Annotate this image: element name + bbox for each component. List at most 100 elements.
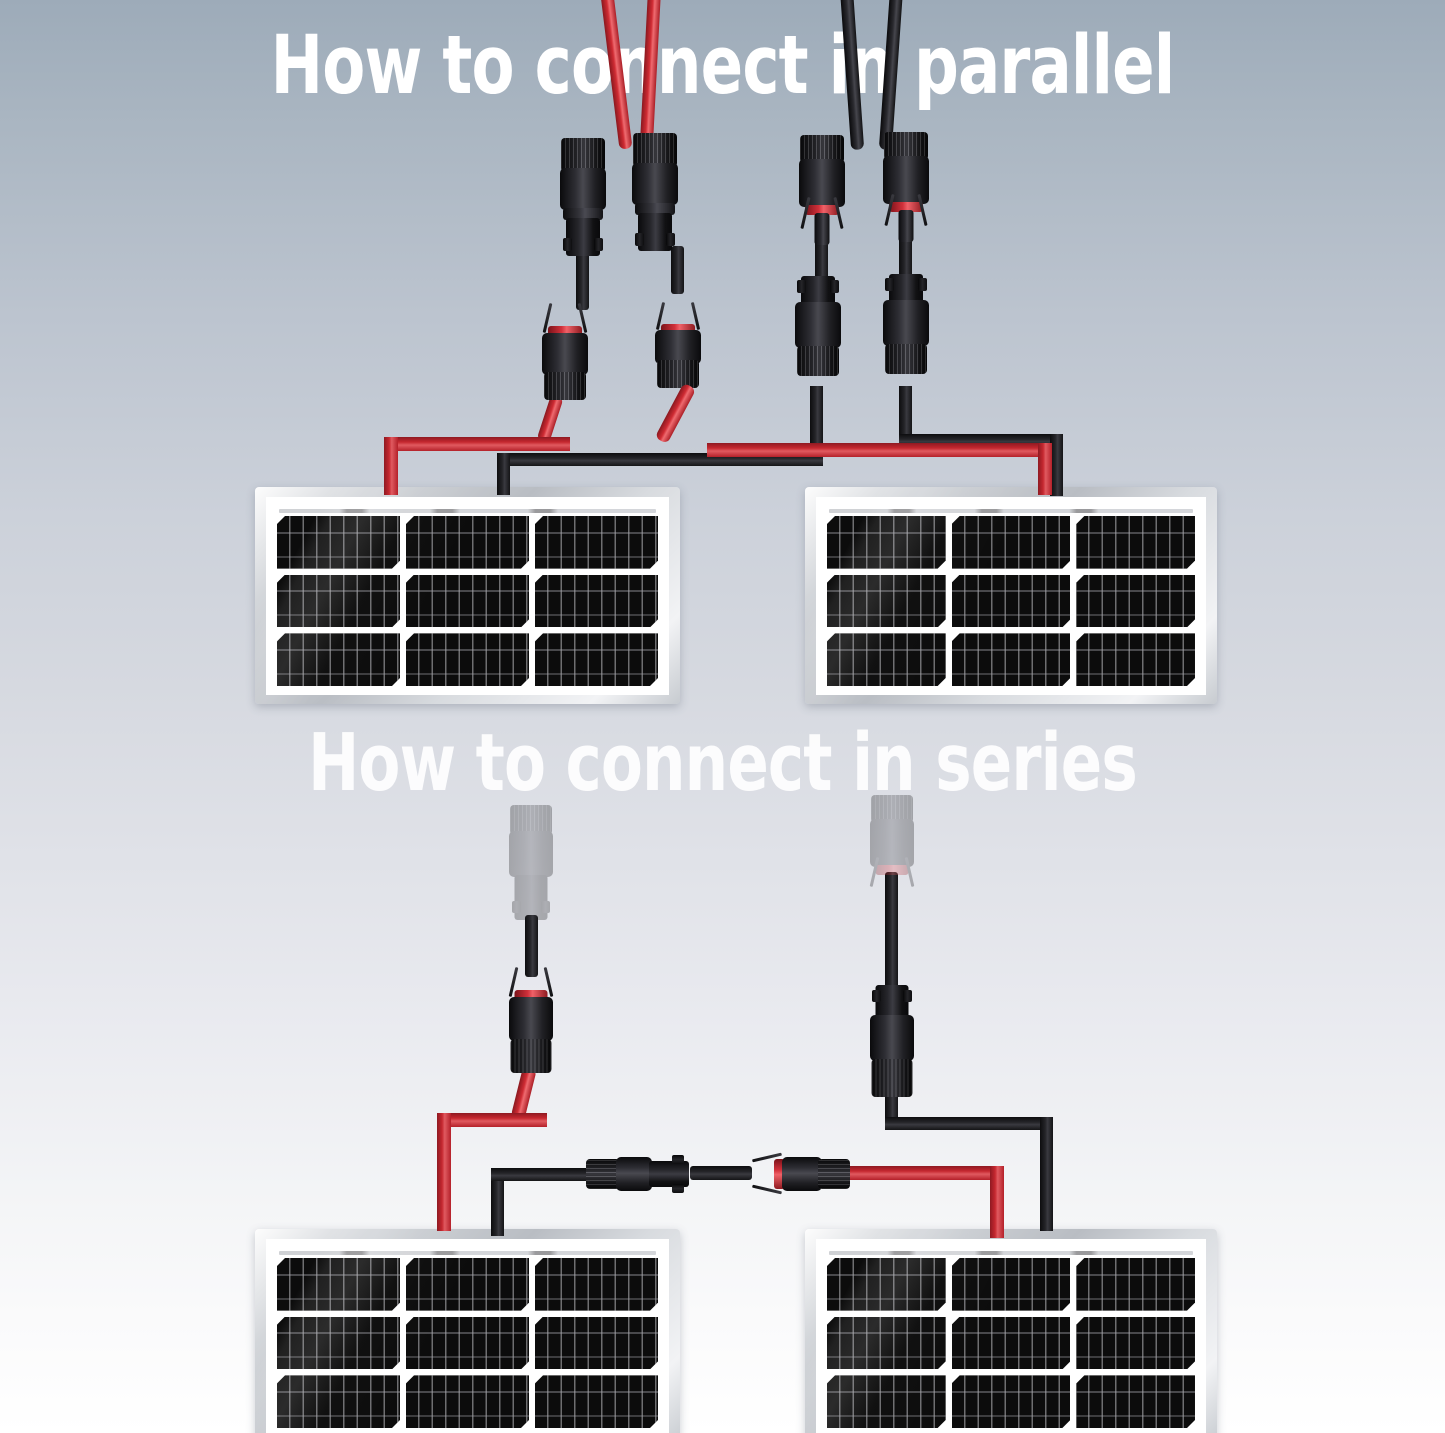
solar-cell <box>406 1258 529 1311</box>
wire-positive-panel2-diagonal <box>654 382 697 445</box>
mc4-male-connector-s1 <box>505 805 557 920</box>
solar-cell <box>952 1375 1071 1428</box>
connector-collar <box>635 203 675 215</box>
mc4-female-connector-p3 <box>538 300 592 400</box>
wire-positive-panel1-horizontal <box>384 437 570 451</box>
o-ring <box>661 324 695 334</box>
mc4-male-connector-s2 <box>866 985 918 1097</box>
connector-barrel <box>801 276 835 306</box>
solar-panel-parallel-left <box>255 487 680 704</box>
solar-cell <box>827 1258 946 1311</box>
mc4-female-connector-s2 <box>866 795 918 899</box>
latch-tab-right <box>666 233 675 246</box>
mc4-male-connector-series-center <box>586 1150 696 1198</box>
solar-cell <box>1076 1317 1195 1370</box>
mc4-male-connector-p2 <box>628 133 682 251</box>
mc4-female-connector-p2 <box>879 132 933 242</box>
latch-tab-left <box>512 901 521 913</box>
page-title-parallel: How to connect in parallel <box>270 19 1176 113</box>
solar-cell <box>406 633 529 686</box>
latch-tab-bottom <box>672 1184 684 1193</box>
mc4-female-connector-p1 <box>795 135 849 245</box>
solar-cell <box>277 1258 400 1311</box>
solar-cell <box>277 575 400 628</box>
connector-pin-stub <box>898 210 914 242</box>
wire-positive-panel2-horizontal <box>707 443 1052 457</box>
solar-cell <box>535 1258 658 1311</box>
solar-cell <box>827 575 946 628</box>
wire-positive-series-drop <box>437 1113 451 1231</box>
mc4-male-connector-p1 <box>556 138 610 256</box>
wire-negative-series-horizontal <box>885 1117 1053 1130</box>
solar-cell <box>952 633 1071 686</box>
connector-collar <box>563 208 603 220</box>
solar-cell <box>406 1375 529 1428</box>
panel-cell-grid <box>277 1258 658 1428</box>
connector-body <box>509 997 553 1041</box>
latch-tab-right <box>903 990 912 1002</box>
solar-panel-parallel-right <box>805 487 1217 704</box>
connector-barrel <box>649 1161 689 1187</box>
connector-body <box>616 1157 652 1191</box>
wire-link-positive-panel2-horizontal <box>846 1166 1004 1180</box>
solar-cell <box>277 633 400 686</box>
o-ring <box>889 202 923 212</box>
latch-tab-right <box>830 280 839 293</box>
wire-negative-panel2-vertical <box>899 386 912 434</box>
panel-cell-grid <box>827 1258 1195 1428</box>
gland-nut-icon <box>657 360 699 388</box>
solar-cell <box>535 633 658 686</box>
connector-body <box>782 1157 822 1191</box>
wire-link-negative-panel1-vertical <box>491 1168 504 1236</box>
solar-cell <box>277 516 400 569</box>
page-title-series: How to connect in series <box>308 717 1138 809</box>
solar-cell <box>535 1375 658 1428</box>
connector-pin <box>690 1166 752 1180</box>
gland-nut-icon <box>586 1159 620 1189</box>
latch-tab-right <box>541 901 550 913</box>
connector-body <box>632 163 678 205</box>
solar-cell <box>952 516 1071 569</box>
solar-cell <box>1076 1375 1195 1428</box>
mc4-male-connector-p5 <box>879 274 933 386</box>
mc4-male-connector-p4 <box>791 276 845 388</box>
solar-cell <box>952 575 1071 628</box>
connector-barrel <box>514 875 548 920</box>
connector-link-stub-p3 <box>815 238 828 280</box>
mc4-male-connector-p3 <box>651 284 705 388</box>
latch-tab-right <box>594 238 603 251</box>
o-ring <box>805 205 839 215</box>
gland-nut-icon <box>561 138 605 172</box>
connector-body <box>883 300 929 346</box>
latch-tab-left <box>872 990 881 1002</box>
gland-nut-icon <box>633 133 677 167</box>
solar-cell <box>827 633 946 686</box>
connector-body <box>542 333 588 375</box>
gland-nut-icon <box>800 135 844 163</box>
connector-link-stub-p2 <box>671 246 684 294</box>
wire-negative-series-vertical <box>885 1092 898 1122</box>
solar-cell <box>1076 633 1195 686</box>
solar-cell <box>535 516 658 569</box>
o-ring <box>774 1159 785 1189</box>
connector-body <box>870 1015 914 1061</box>
connector-link-stub-p1 <box>576 250 589 310</box>
solar-cell <box>277 1375 400 1428</box>
panel-busbar <box>829 1251 1193 1255</box>
mc4-female-connector-series-center <box>744 1148 854 1200</box>
connector-body <box>870 819 914 867</box>
latch-tab-left <box>563 238 572 251</box>
solar-cell <box>535 1317 658 1370</box>
o-ring <box>514 990 548 1000</box>
connector-barrel <box>889 274 923 304</box>
solar-cell <box>827 1375 946 1428</box>
solar-panel-series-left <box>255 1229 680 1433</box>
panel-busbar <box>829 509 1193 513</box>
wire-link-negative-panel1-horizontal <box>491 1168 591 1181</box>
latch-tab-top <box>672 1155 684 1164</box>
gland-nut-icon <box>818 1159 850 1189</box>
solar-cell <box>827 1317 946 1370</box>
solar-cell <box>535 575 658 628</box>
gland-nut-icon <box>510 805 552 835</box>
